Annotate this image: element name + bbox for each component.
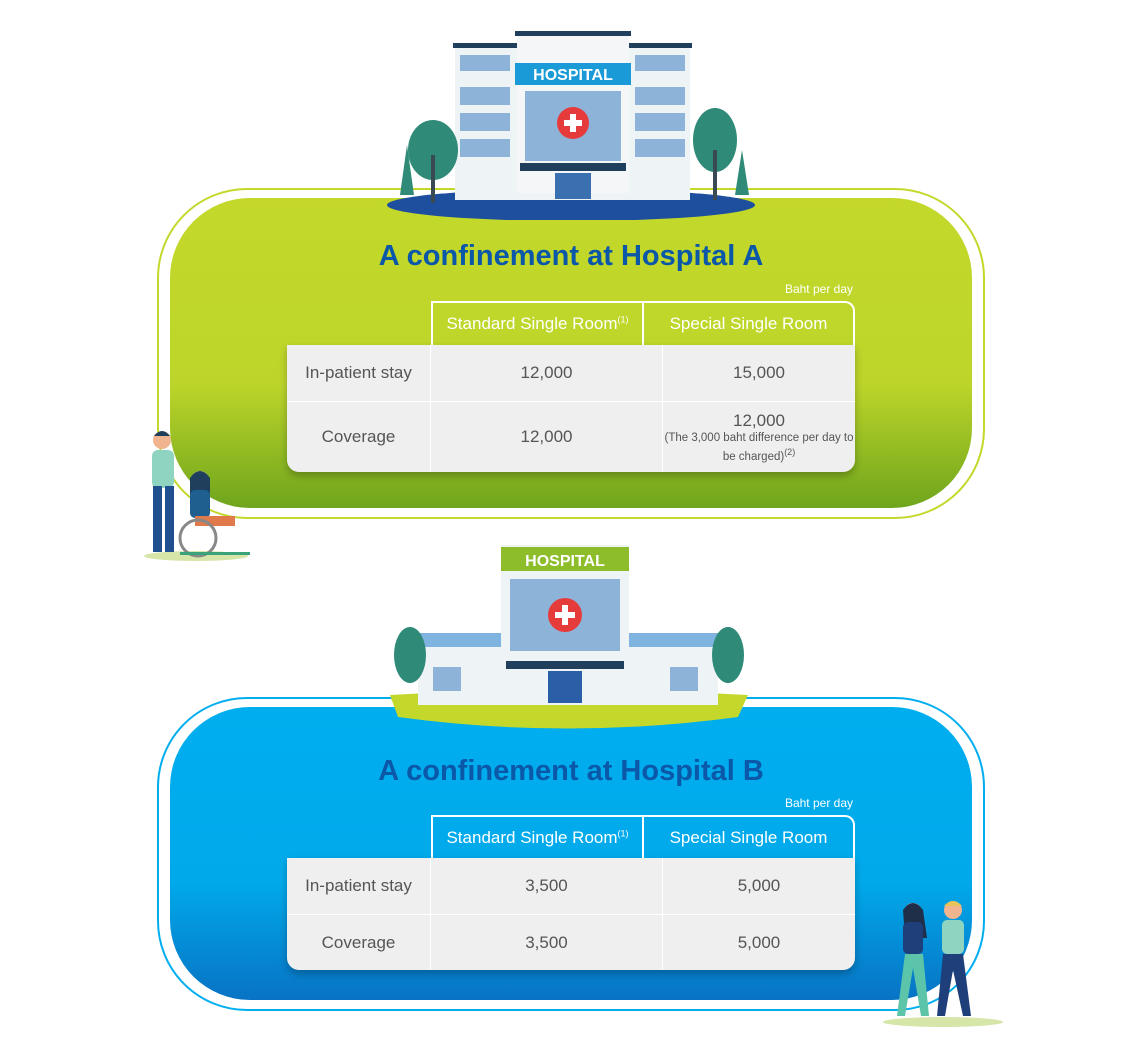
standard-value: 12,000 — [431, 402, 663, 472]
table-row: In-patient stay 3,500 5,000 — [287, 858, 855, 914]
row-label: In-patient stay — [287, 858, 431, 914]
hospital-b-table-body: In-patient stay 3,500 5,000 Coverage 3,5… — [287, 858, 855, 970]
hospital-b-table-header: Standard Single Room(1) Special Single R… — [431, 815, 855, 858]
hospital-b-title: A confinement at Hospital B — [378, 755, 764, 787]
row-label: Coverage — [287, 402, 431, 472]
standard-value: 3,500 — [431, 915, 663, 970]
column-header-special: Special Single Room — [669, 314, 828, 333]
column-header-standard: Standard Single Room(1) — [433, 303, 644, 345]
table-row: Coverage 12,000 12,000 (The 3,000 baht d… — [287, 401, 855, 472]
special-note: (The 3,000 baht difference per day to be… — [664, 431, 854, 463]
special-cell: 12,000 (The 3,000 baht difference per da… — [663, 402, 855, 472]
hospital-b-illustration: HOSPITAL — [390, 545, 748, 729]
hospital-a-unit-label: Baht per day — [784, 282, 853, 296]
table-row: In-patient stay 12,000 15,000 — [287, 345, 855, 401]
row-label: In-patient stay — [287, 345, 431, 401]
column-header-special: Special Single Room — [669, 827, 828, 847]
hospital-a-illustration: HOSPITAL — [387, 31, 755, 220]
standard-value: 12,000 — [431, 345, 663, 401]
column-header-standard: Standard Single Room(1) — [433, 817, 644, 858]
row-label: Coverage — [287, 915, 431, 970]
special-value: 15,000 — [733, 363, 785, 382]
walking-couple-illustration — [883, 901, 1003, 1027]
table-row: Coverage 3,500 5,000 — [287, 914, 855, 970]
special-value: 5,000 — [737, 876, 781, 895]
standard-value: 3,500 — [431, 858, 663, 914]
hospital-a-title: A confinement at Hospital A — [378, 240, 764, 272]
hospital-b-unit-label: Baht per day — [784, 796, 853, 810]
hospital-a-sign: HOSPITAL — [533, 67, 613, 84]
hospital-b-sign: HOSPITAL — [525, 553, 605, 570]
hospital-a-table-header: Standard Single Room(1) Special Single R… — [431, 301, 855, 345]
wheelchair-people-illustration — [144, 431, 250, 561]
hospital-a-table-body: In-patient stay 12,000 15,000 Coverage 1… — [287, 345, 855, 472]
special-value: 12,000 — [733, 410, 785, 430]
special-value: 5,000 — [737, 932, 781, 952]
